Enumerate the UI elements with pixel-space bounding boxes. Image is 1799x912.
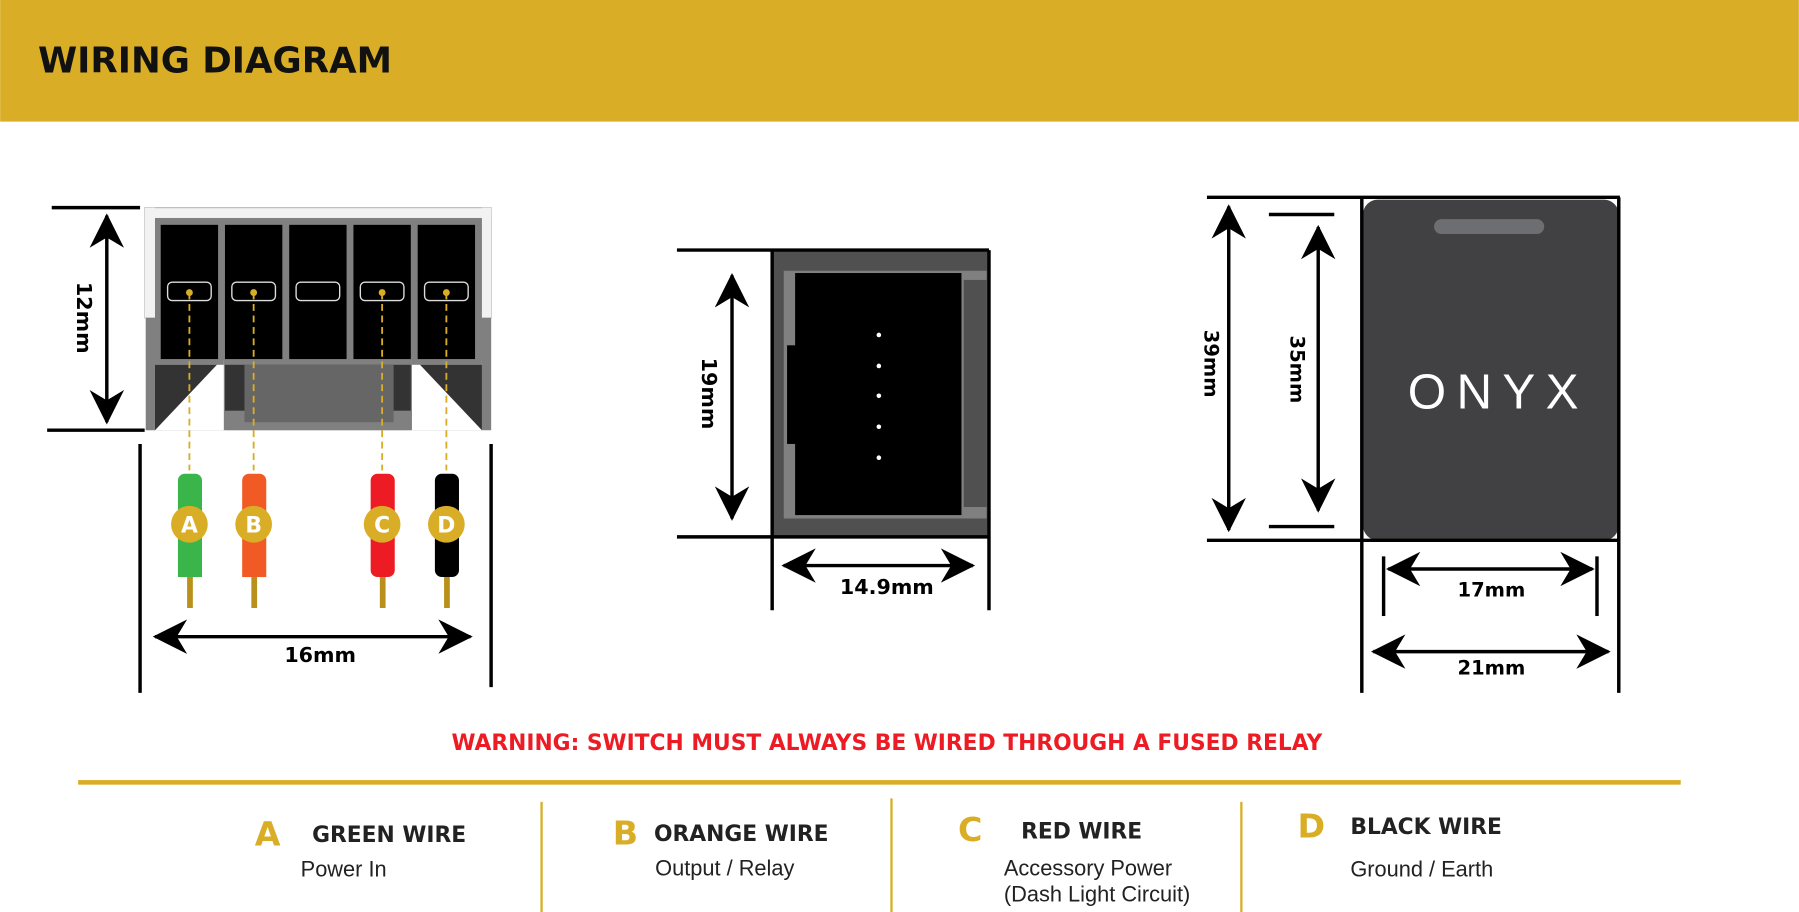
page-title: WIRING DIAGRAM: [38, 40, 392, 81]
wire-d: D: [428, 473, 465, 608]
wire-c: C: [363, 473, 401, 608]
legend-letter: D: [1298, 806, 1326, 845]
brand-logo: ONYX: [1408, 364, 1589, 419]
legend-title: BLACK WIRE: [1350, 815, 1502, 840]
legend-desc: Output / Relay: [655, 855, 794, 880]
connector-front-view: [144, 207, 492, 471]
dimension-lines-side: [676, 248, 991, 611]
width-label-16mm: 16mm: [284, 643, 356, 667]
height-label-19mm: 19mm: [697, 358, 721, 430]
width-label-14-9mm: 14.9mm: [840, 575, 934, 599]
height-label-12mm: 12mm: [72, 282, 96, 354]
switch-face-view: ONYX: [1362, 199, 1619, 541]
wire-letter: B: [245, 513, 262, 538]
legend-desc: (Dash Light Circuit): [1004, 882, 1190, 907]
wire-letter: C: [374, 513, 390, 538]
header-bar: [0, 0, 1799, 122]
legend-title: ORANGE WIRE: [654, 822, 829, 847]
wire-letter: D: [437, 513, 455, 538]
legend-item-c: C RED WIRE Accessory Power (Dash Light C…: [958, 810, 1190, 907]
height-label-35mm: 35mm: [1286, 335, 1309, 403]
legend-desc: Accessory Power: [1004, 855, 1172, 880]
legend-letter: B: [613, 813, 638, 852]
height-label-39mm: 39mm: [1200, 330, 1223, 398]
dimension-lines-switch: [1206, 195, 1621, 693]
legend-item-d: D BLACK WIRE Ground / Earth: [1298, 806, 1502, 881]
wire-a: A: [171, 473, 208, 608]
dimension-lines-front: [47, 205, 493, 693]
width-label-21mm: 21mm: [1458, 657, 1526, 680]
connector-side-view: [772, 250, 989, 537]
wire-letter: A: [181, 513, 198, 538]
legend-title: RED WIRE: [1021, 820, 1142, 845]
legend-letter: C: [958, 810, 982, 849]
wire-b: B: [235, 473, 272, 608]
legend-dividers: [540, 798, 1243, 912]
legend-desc: Ground / Earth: [1350, 856, 1493, 881]
legend-item-b: B ORANGE WIRE Output / Relay: [613, 813, 829, 880]
legend-item-a: A GREEN WIRE Power In: [255, 814, 466, 881]
warning-text: WARNING: SWITCH MUST ALWAYS BE WIRED THR…: [451, 731, 1322, 756]
legend-title: GREEN WIRE: [312, 823, 466, 848]
width-label-17mm: 17mm: [1458, 579, 1526, 602]
divider-line: [78, 780, 1681, 785]
legend-letter: A: [255, 814, 281, 853]
legend-desc: Power In: [301, 856, 387, 881]
